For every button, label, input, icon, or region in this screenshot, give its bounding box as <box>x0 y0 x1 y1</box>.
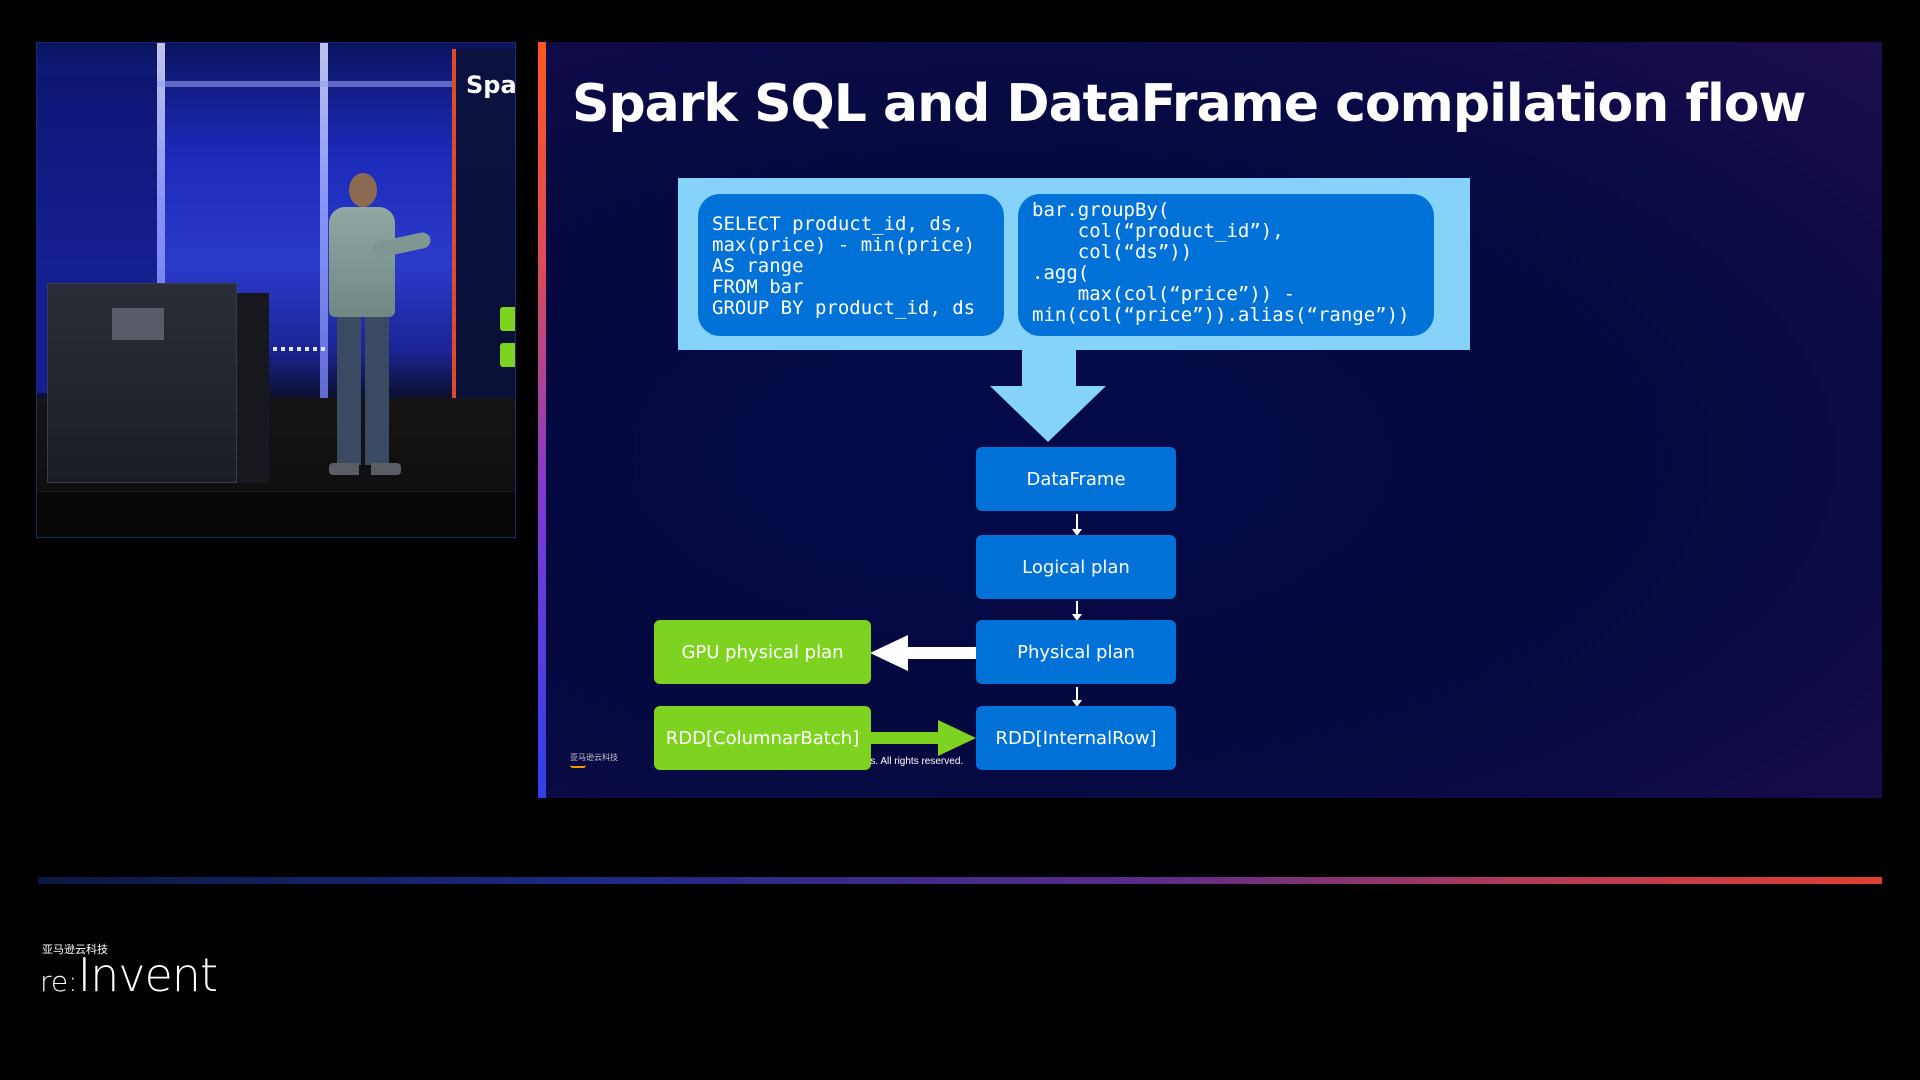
slide-footer-logo: 亚马逊云科技 <box>570 752 618 768</box>
reinvent-logo-invent: Invent <box>77 948 218 1002</box>
node-logical-plan: Logical plan <box>976 535 1176 599</box>
speaker-shoes <box>329 463 401 475</box>
podium <box>47 283 237 483</box>
node-dataframe: DataFrame <box>976 447 1176 511</box>
stage-screen: Spar <box>452 49 516 409</box>
right-arrow-shaft <box>871 732 941 744</box>
left-arrow-shaft <box>906 647 976 659</box>
presentation-slide: Spark SQL and DataFrame compilation flow… <box>538 42 1882 798</box>
down-arrow-icon <box>1072 514 1082 536</box>
node-rdd-columnar-batch: RDD[ColumnarBatch] <box>654 706 871 770</box>
speaker-legs <box>337 315 389 465</box>
speaker-torso <box>329 207 395 317</box>
node-gpu-physical-plan: GPU physical plan <box>654 620 871 684</box>
stage-screen-green-box <box>500 343 515 367</box>
right-arrow-icon <box>938 720 976 756</box>
code-panel: SELECT product_id, ds, max(price) - min(… <box>678 178 1470 350</box>
gradient-divider-bar <box>38 877 1882 884</box>
node-physical-plan: Physical plan <box>976 620 1176 684</box>
node-rdd-internal-row: RDD[InternalRow] <box>976 706 1176 770</box>
slide-title: Spark SQL and DataFrame compilation flow <box>572 74 1807 134</box>
big-down-arrow-icon <box>990 386 1106 442</box>
left-arrow-icon <box>870 635 908 671</box>
stage-light-bar <box>157 81 487 87</box>
podium-side <box>233 293 269 483</box>
dataframe-code-block: bar.groupBy( col(“product_id”), col(“ds”… <box>1018 194 1434 336</box>
stage-floor-edge <box>37 491 515 537</box>
slide-accent-bar <box>538 42 546 798</box>
slide-footer-logo-text: 亚马逊云科技 <box>570 753 618 762</box>
reinvent-logo-re: re: <box>40 965 78 998</box>
stage-screen-title: Spar <box>466 71 516 99</box>
slide-copyright: tes. All rights reserved. <box>862 756 964 767</box>
speaker-video-feed: Spar <box>36 42 516 538</box>
down-arrow-icon <box>1072 687 1082 707</box>
smile-icon <box>570 765 586 768</box>
down-arrow-icon <box>1072 601 1082 621</box>
podium-logo <box>112 308 164 340</box>
big-down-arrow-shaft <box>1022 350 1076 386</box>
sql-code-block: SELECT product_id, ds, max(price) - min(… <box>698 194 1004 336</box>
stage-light-column <box>320 43 328 398</box>
stage-light-column <box>157 43 165 398</box>
speaker-head <box>349 173 377 207</box>
led-strip <box>273 347 325 351</box>
stage-screen-green-box <box>500 307 515 331</box>
reinvent-logo: re: Invent <box>40 948 218 1002</box>
brand-caption: 亚马逊云科技 <box>42 943 108 956</box>
